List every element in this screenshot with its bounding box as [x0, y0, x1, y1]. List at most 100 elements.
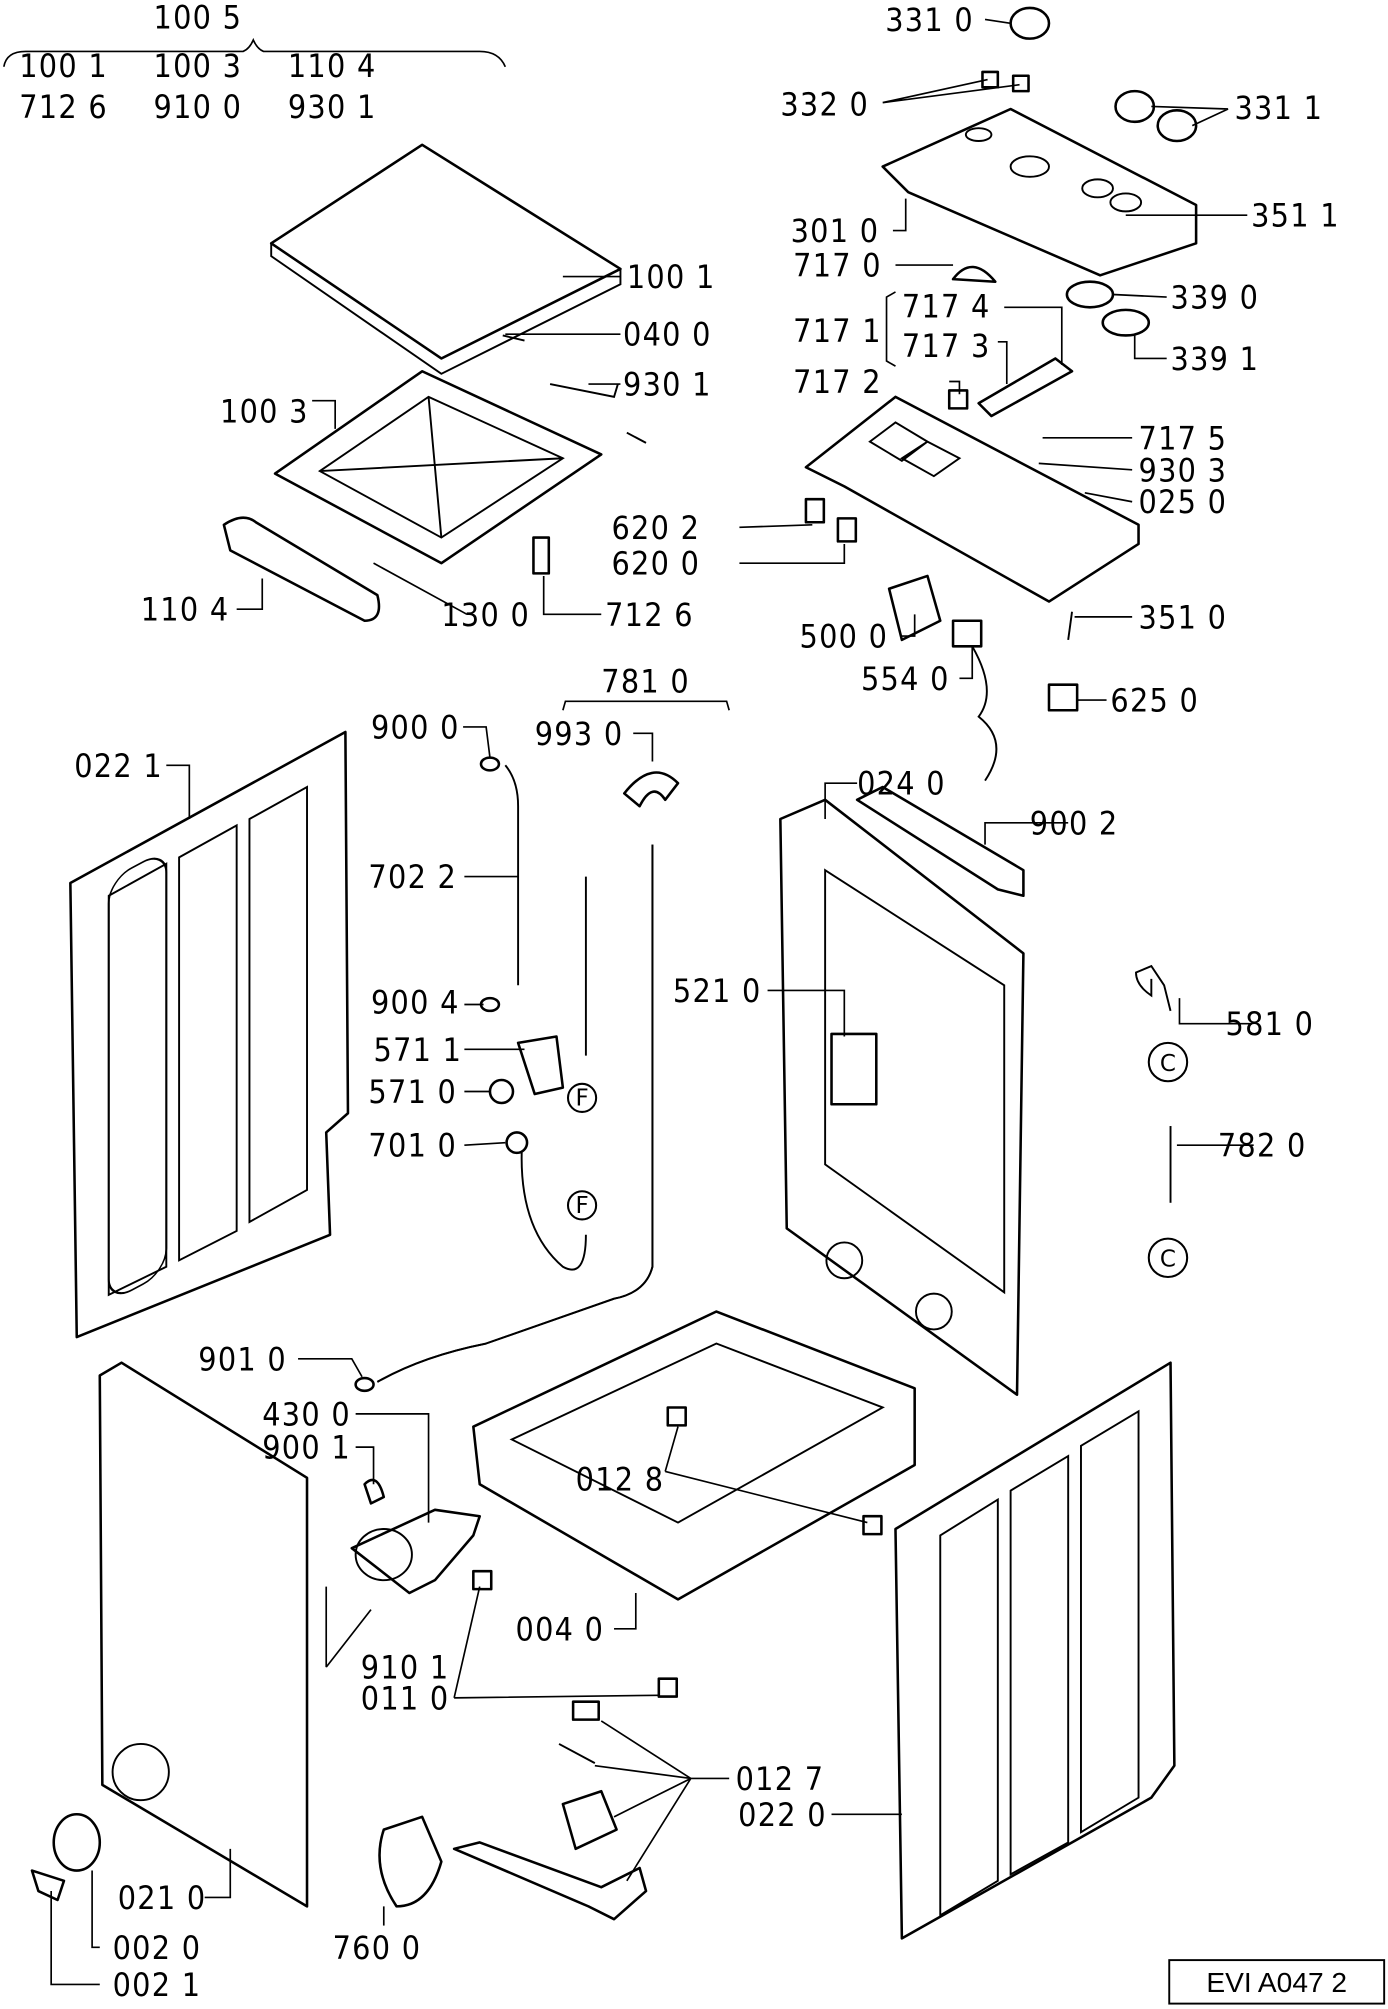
- connector-part: [836, 517, 858, 543]
- rear-panel-part: [779, 785, 1025, 1396]
- knob-insert-part: [1011, 74, 1030, 93]
- leader-lines: [50, 18, 1254, 1986]
- svg-text:F: F: [575, 1193, 588, 1219]
- reference-code-box: EVI A047 2: [1168, 1959, 1386, 2005]
- part-label: 717 0: [793, 247, 882, 285]
- front-panel-part: [98, 1361, 309, 1908]
- filter-part: [378, 1815, 443, 1908]
- reference-code: EVI A047 2: [1206, 1967, 1347, 1998]
- nut-part: [505, 1131, 529, 1155]
- part-label: 130 0: [441, 596, 530, 634]
- light-part: [947, 389, 969, 410]
- part-label: 022 0: [738, 1796, 827, 1834]
- drain-hose-part: [376, 844, 654, 1383]
- part-label: 620 0: [611, 545, 700, 583]
- knob-part: [1156, 109, 1198, 143]
- part-label: 339 0: [1171, 279, 1260, 317]
- bracket-part: [561, 1789, 618, 1851]
- part-label: 900 0: [371, 708, 460, 746]
- foot-part: [657, 1677, 679, 1698]
- base-frame-part: [472, 1310, 916, 1601]
- part-label: 339 1: [1171, 340, 1260, 378]
- inlet-hose-part: [520, 1145, 587, 1271]
- part-label: 331 0: [885, 1, 974, 39]
- group-label: 100 5: [154, 0, 243, 36]
- part-label: 004 0: [516, 1610, 605, 1648]
- side-panel-recesses: [107, 785, 308, 1297]
- part-label: 910 1: [361, 1649, 450, 1687]
- part-label: 332 0: [780, 85, 869, 123]
- hinge-part: [30, 1869, 66, 1902]
- flap-part: [52, 1812, 102, 1872]
- clip-part: [532, 536, 551, 575]
- part-label: 760 0: [333, 1929, 422, 1967]
- button-part: [951, 265, 997, 283]
- part-label: 717 5: [1139, 419, 1228, 457]
- drain-hose-inner: [376, 844, 654, 1383]
- part-label: 012 7: [736, 1760, 825, 1798]
- part-label: 930 1: [623, 366, 712, 404]
- group-item: 930 1: [288, 88, 377, 126]
- knob-part: [1114, 89, 1156, 124]
- front-strip-part: [222, 516, 381, 623]
- part-label: 712 6: [605, 596, 694, 634]
- connector-c: C: [1147, 1237, 1189, 1279]
- part-label: 625 0: [1110, 682, 1199, 720]
- part-label: 900 2: [1030, 804, 1119, 842]
- part-label: 900 4: [371, 983, 460, 1021]
- part-label: 993 0: [535, 715, 624, 753]
- part-label: 500 0: [800, 618, 889, 656]
- part-label: 002 1: [113, 1966, 202, 2004]
- part-label: 011 0: [361, 1679, 450, 1717]
- clamp-part: [354, 1376, 375, 1393]
- disc-part: [1101, 308, 1151, 337]
- part-label: 717 4: [902, 288, 991, 326]
- hose-part: [504, 764, 520, 986]
- part-label: 002 0: [113, 1929, 202, 1967]
- part-label: 025 0: [1139, 483, 1228, 521]
- group-item: 100 1: [19, 47, 108, 85]
- part-label: 717 3: [902, 327, 991, 365]
- group-item: 100 3: [154, 47, 243, 85]
- part-label: 581 0: [1226, 1005, 1315, 1043]
- connector-f: F: [566, 1082, 598, 1113]
- door-lock-part: [951, 619, 983, 648]
- part-label: 901 0: [198, 1340, 287, 1378]
- electronic-board-part: [804, 395, 1140, 603]
- hose-clip-part: [623, 771, 680, 808]
- spring-part: [1067, 611, 1073, 641]
- part-label: 620 2: [611, 509, 700, 547]
- lever-arm-part: [452, 1841, 648, 1921]
- knob-insert-part: [981, 70, 1000, 89]
- knob-part: [1009, 6, 1051, 40]
- part-label: 040 0: [623, 316, 712, 354]
- small-parts: [502, 334, 647, 444]
- part-label: 554 0: [861, 660, 950, 698]
- part-label: 351 0: [1139, 598, 1228, 636]
- clip-part: [479, 756, 501, 772]
- pressure-switch-part: [887, 574, 942, 642]
- switch-part: [1047, 683, 1079, 712]
- foot-part: [862, 1514, 883, 1536]
- top-frame-part: [273, 369, 603, 565]
- control-panel-part: [881, 107, 1198, 277]
- part-label: 021 0: [118, 1879, 207, 1917]
- part-label: 571 0: [368, 1073, 457, 1111]
- part-label: 930 3: [1139, 451, 1228, 489]
- part-label: 100 3: [220, 392, 309, 430]
- part-label: 100 1: [627, 258, 716, 296]
- part-label: 900 1: [262, 1429, 351, 1467]
- pin-part: [558, 1743, 596, 1764]
- part-label: 521 0: [673, 972, 762, 1010]
- lever-part: [977, 357, 1074, 418]
- group-item: 712 6: [19, 88, 108, 126]
- connector-f: F: [566, 1190, 598, 1221]
- disc-part: [1065, 280, 1115, 309]
- group-item: 910 0: [154, 88, 243, 126]
- clip-part: [479, 996, 501, 1013]
- connector-part: [804, 497, 826, 524]
- part-label: 717 1: [793, 312, 882, 350]
- part-label: 110 4: [141, 591, 230, 629]
- svg-text:C: C: [1160, 1247, 1176, 1273]
